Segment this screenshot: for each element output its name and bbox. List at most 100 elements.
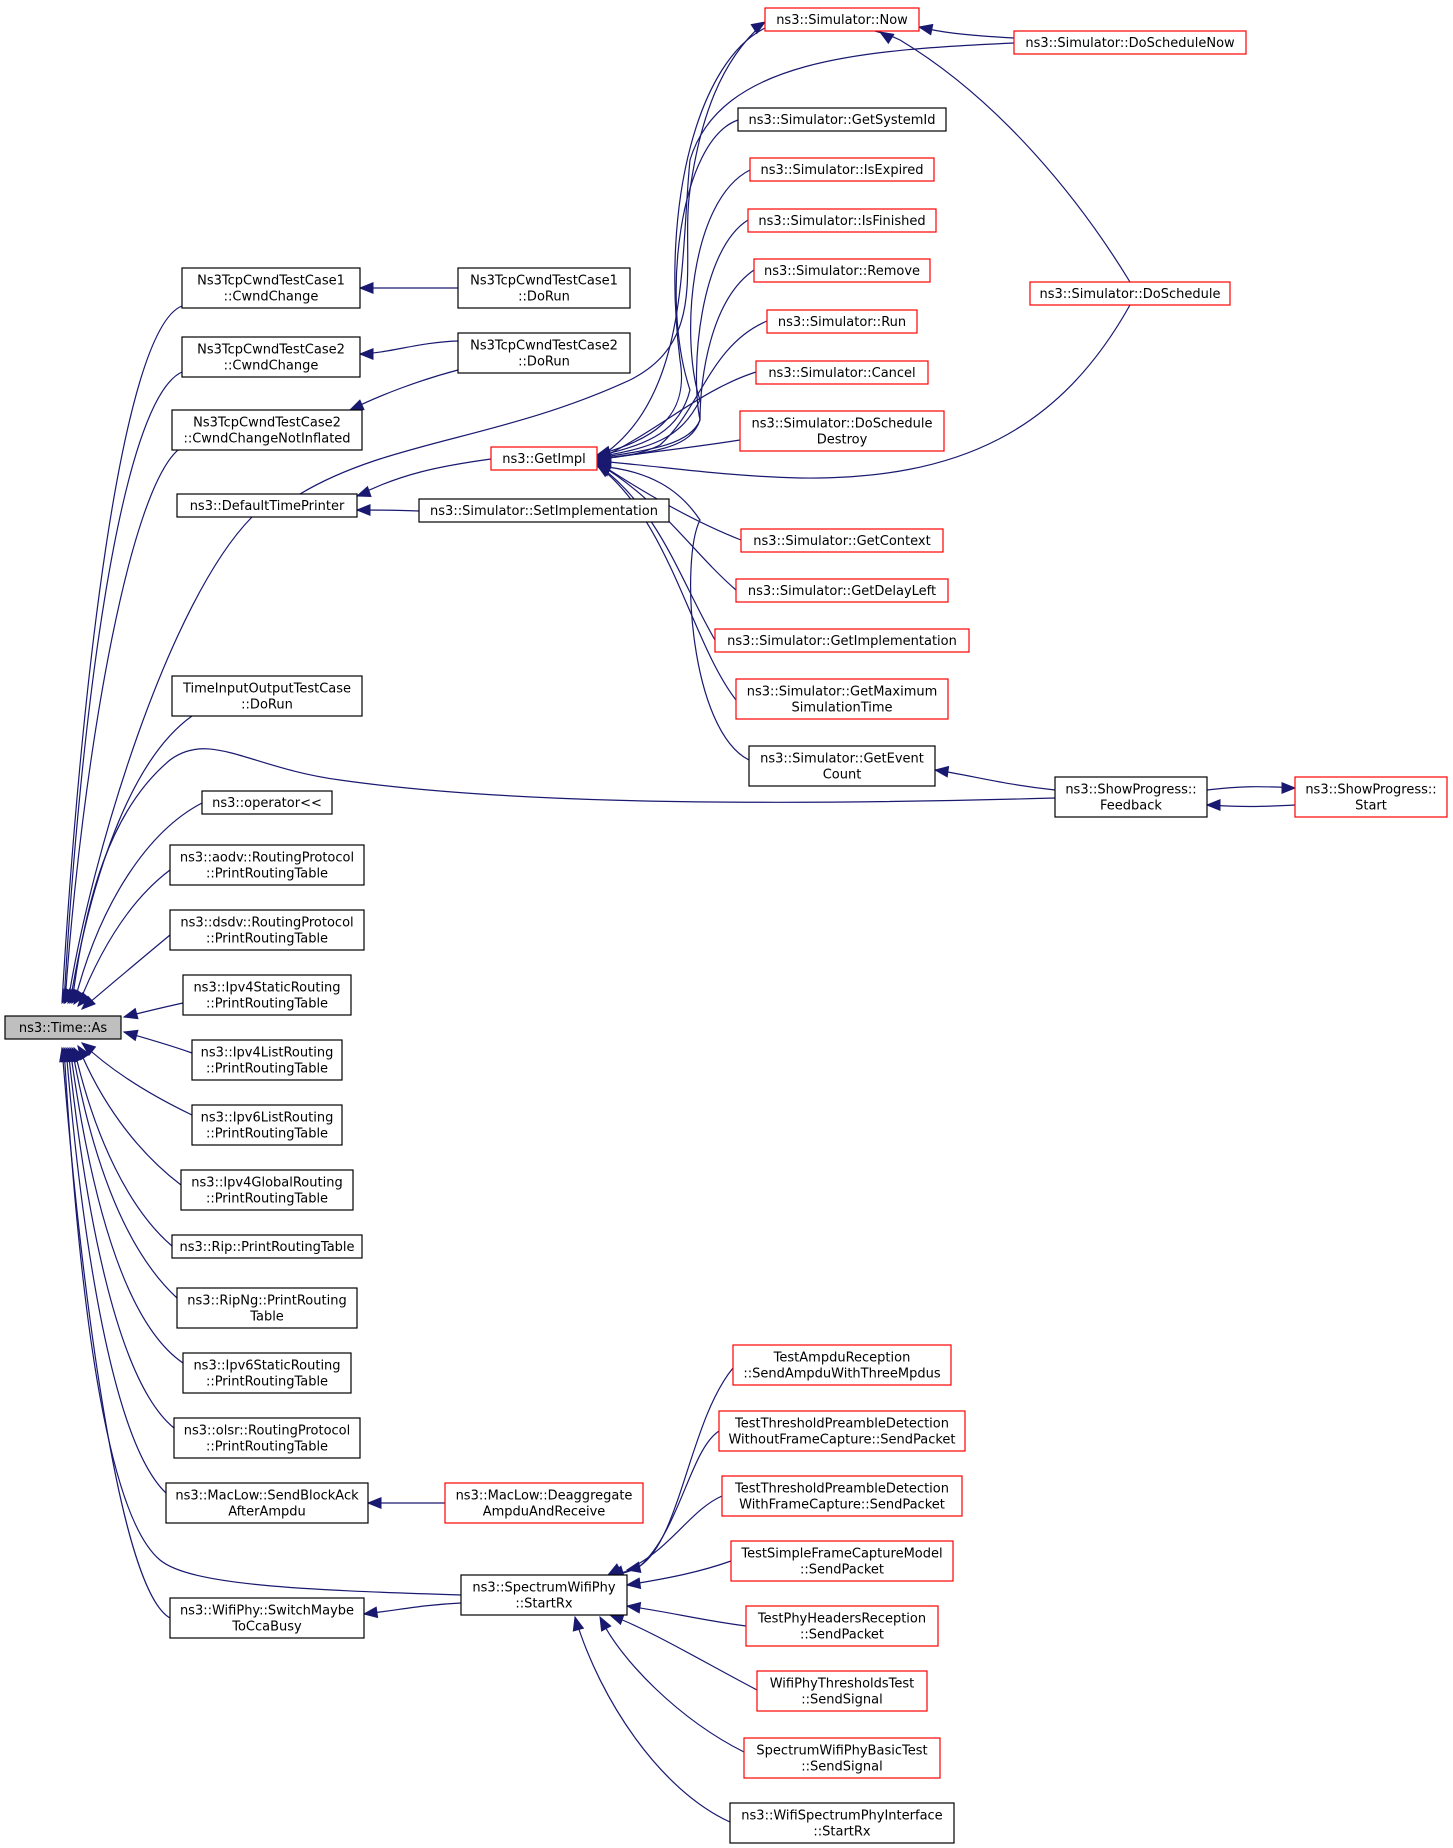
graph-node-show-feedback[interactable]: ns3::ShowProgress::Feedback — [1054, 776, 1208, 818]
call-edge — [355, 504, 420, 516]
graph-node-rip[interactable]: ns3::Rip::PrintRoutingTable — [171, 1234, 363, 1259]
node-label: WithoutFrameCapture::SendPacket — [728, 1433, 955, 1448]
node-box — [1054, 776, 1208, 818]
node-label: ns3::MacLow::Deaggregate — [456, 1489, 633, 1504]
call-edge — [59, 1046, 171, 1619]
node-label: ns3::Simulator::GetImplementation — [727, 634, 957, 649]
edge-line — [599, 1616, 745, 1753]
edge-line — [73, 1047, 173, 1247]
node-label: ToCcaBusy — [231, 1620, 302, 1635]
node-label: ns3::WifiSpectrumPhyInterface — [741, 1809, 942, 1824]
edge-line — [596, 119, 739, 457]
graph-node-sim-now[interactable]: ns3::Simulator::Now — [764, 7, 920, 32]
graph-node-time-as[interactable]: ns3::Time::As — [4, 1015, 122, 1040]
node-label: ns3::operator<< — [212, 796, 322, 811]
call-edge — [608, 1613, 758, 1691]
node-box — [444, 1482, 644, 1524]
call-edge — [1206, 782, 1297, 794]
graph-node-sim-remove[interactable]: ns3::Simulator::Remove — [753, 258, 931, 283]
node-label: Ns3TcpCwndTestCase2 — [197, 343, 345, 358]
arrowhead — [362, 1606, 379, 1619]
graph-node-sim-cancel[interactable]: ns3::Simulator::Cancel — [755, 360, 929, 385]
graph-node-spectrum-startrx[interactable]: ns3::SpectrumWifiPhy::StartRx — [460, 1574, 628, 1616]
graph-node-spectrum-iface[interactable]: ns3::WifiSpectrumPhyInterface::StartRx — [729, 1802, 955, 1844]
graph-node-sim-context[interactable]: ns3::Simulator::GetContext — [740, 528, 944, 553]
graph-node-ampdu-three[interactable]: TestAmpduReception::SendAmpduWithThreeMp… — [732, 1344, 952, 1386]
arrowhead — [599, 1615, 612, 1632]
edge-line — [299, 21, 766, 495]
graph-node-simple-capture[interactable]: TestSimpleFrameCaptureModel::SendPacket — [730, 1540, 954, 1582]
edge-line — [65, 1047, 167, 1494]
graph-node-sim-delay[interactable]: ns3::Simulator::GetDelayLeft — [735, 578, 949, 603]
graph-node-thresh-without[interactable]: TestThresholdPreambleDetectionWithoutFra… — [718, 1410, 966, 1452]
node-label: Ns3TcpCwndTestCase2 — [193, 416, 341, 431]
graph-node-ripng[interactable]: ns3::RipNg::PrintRoutingTable — [176, 1287, 358, 1329]
graph-node-operator[interactable]: ns3::operator<< — [201, 790, 333, 815]
graph-node-sim-finished[interactable]: ns3::Simulator::IsFinished — [747, 208, 937, 233]
graph-node-default-printer[interactable]: ns3::DefaultTimePrinter — [176, 493, 358, 518]
edge-line — [67, 516, 253, 1003]
call-edge — [80, 1042, 193, 1116]
graph-node-dsdv[interactable]: ns3::dsdv::RoutingProtocol::PrintRouting… — [169, 909, 365, 951]
node-label: Ns3TcpCwndTestCase1 — [197, 274, 345, 289]
graph-node-ipv4list[interactable]: ns3::Ipv4ListRouting::PrintRoutingTable — [191, 1039, 343, 1081]
graph-node-sim-doschednow[interactable]: ns3::Simulator::DoScheduleNow — [1013, 30, 1247, 55]
graph-node-sim-run[interactable]: ns3::Simulator::Run — [766, 309, 918, 334]
graph-node-spectrum-basic[interactable]: SpectrumWifiPhyBasicTest::SendSignal — [743, 1737, 941, 1779]
node-label: SpectrumWifiPhyBasicTest — [756, 1744, 927, 1759]
node-label: Table — [249, 1310, 284, 1325]
edge-line — [596, 169, 751, 458]
graph-node-tcp1-cwnd[interactable]: Ns3TcpCwndTestCase1::CwndChange — [181, 267, 361, 309]
node-box — [718, 1410, 966, 1452]
graph-node-tcp1-dorun[interactable]: Ns3TcpCwndTestCase1::DoRun — [457, 267, 631, 309]
graph-node-ipv6list[interactable]: ns3::Ipv6ListRouting::PrintRoutingTable — [191, 1104, 343, 1146]
node-label: ns3::Simulator::DoSchedule — [1039, 287, 1220, 302]
node-label: ns3::Simulator::GetSystemId — [748, 113, 935, 128]
graph-node-olsr[interactable]: ns3::olsr::RoutingProtocol::PrintRouting… — [173, 1417, 361, 1459]
graph-node-tcp2-notinfl[interactable]: Ns3TcpCwndTestCase2::CwndChangeNotInflat… — [171, 409, 363, 451]
node-box — [748, 745, 936, 787]
arrowhead — [625, 1601, 642, 1614]
graph-node-getimpl[interactable]: ns3::GetImpl — [490, 446, 598, 471]
graph-node-time-io[interactable]: TimeInputOutputTestCase::DoRun — [171, 675, 363, 717]
node-box — [735, 678, 949, 720]
graph-node-show-start[interactable]: ns3::ShowProgress::Start — [1294, 776, 1448, 818]
node-label: ::SendSignal — [801, 1760, 882, 1775]
graph-node-sim-expired[interactable]: ns3::Simulator::IsExpired — [749, 157, 935, 182]
arrowhead — [77, 991, 92, 1008]
graph-node-aodv[interactable]: ns3::aodv::RoutingProtocol::PrintRouting… — [169, 844, 365, 886]
node-label: ns3::Ipv4StaticRouting — [193, 981, 340, 996]
call-edge — [73, 802, 203, 1006]
node-box — [182, 974, 352, 1016]
graph-node-phy-headers[interactable]: TestPhyHeadersReception::SendPacket — [745, 1605, 939, 1647]
node-box — [201, 790, 333, 815]
graph-node-ipv4global[interactable]: ns3::Ipv4GlobalRouting::PrintRoutingTabl… — [180, 1169, 354, 1211]
call-edge — [355, 458, 492, 498]
graph-node-thresh-with[interactable]: TestThresholdPreambleDetectionWithFrameC… — [721, 1475, 963, 1517]
graph-node-setimpl[interactable]: ns3::Simulator::SetImplementation — [418, 498, 670, 523]
node-label: ns3::Simulator::DoScheduleNow — [1025, 36, 1235, 51]
graph-node-ipv6static[interactable]: ns3::Ipv6StaticRouting::PrintRoutingTabl… — [182, 1352, 352, 1394]
graph-node-tcp2-dorun[interactable]: Ns3TcpCwndTestCase2::DoRun — [457, 332, 631, 374]
node-label: ::DoRun — [518, 290, 570, 305]
node-label: ns3::Simulator::Run — [778, 315, 906, 330]
edge-line — [64, 446, 183, 1003]
edge-line — [67, 1047, 175, 1429]
graph-node-ipv4static[interactable]: ns3::Ipv4StaticRouting::PrintRoutingTabl… — [182, 974, 352, 1016]
node-label: ns3::Ipv4ListRouting — [201, 1046, 334, 1061]
graph-node-sim-dosched[interactable]: ns3::Simulator::DoSchedule — [1029, 281, 1231, 306]
graph-node-tcp2-cwnd[interactable]: Ns3TcpCwndTestCase2::CwndChange — [181, 336, 361, 378]
graph-node-wifi-thresholds[interactable]: WifiPhyThresholdsTest::SendSignal — [756, 1670, 928, 1712]
call-edge — [595, 304, 1131, 479]
graph-node-sim-getimpl[interactable]: ns3::Simulator::GetImplementation — [714, 628, 970, 653]
node-box — [180, 1169, 354, 1211]
graph-node-sim-sysid[interactable]: ns3::Simulator::GetSystemId — [737, 107, 947, 132]
call-edge — [933, 765, 1056, 791]
node-label: ns3::olsr::RoutingProtocol — [184, 1424, 351, 1439]
